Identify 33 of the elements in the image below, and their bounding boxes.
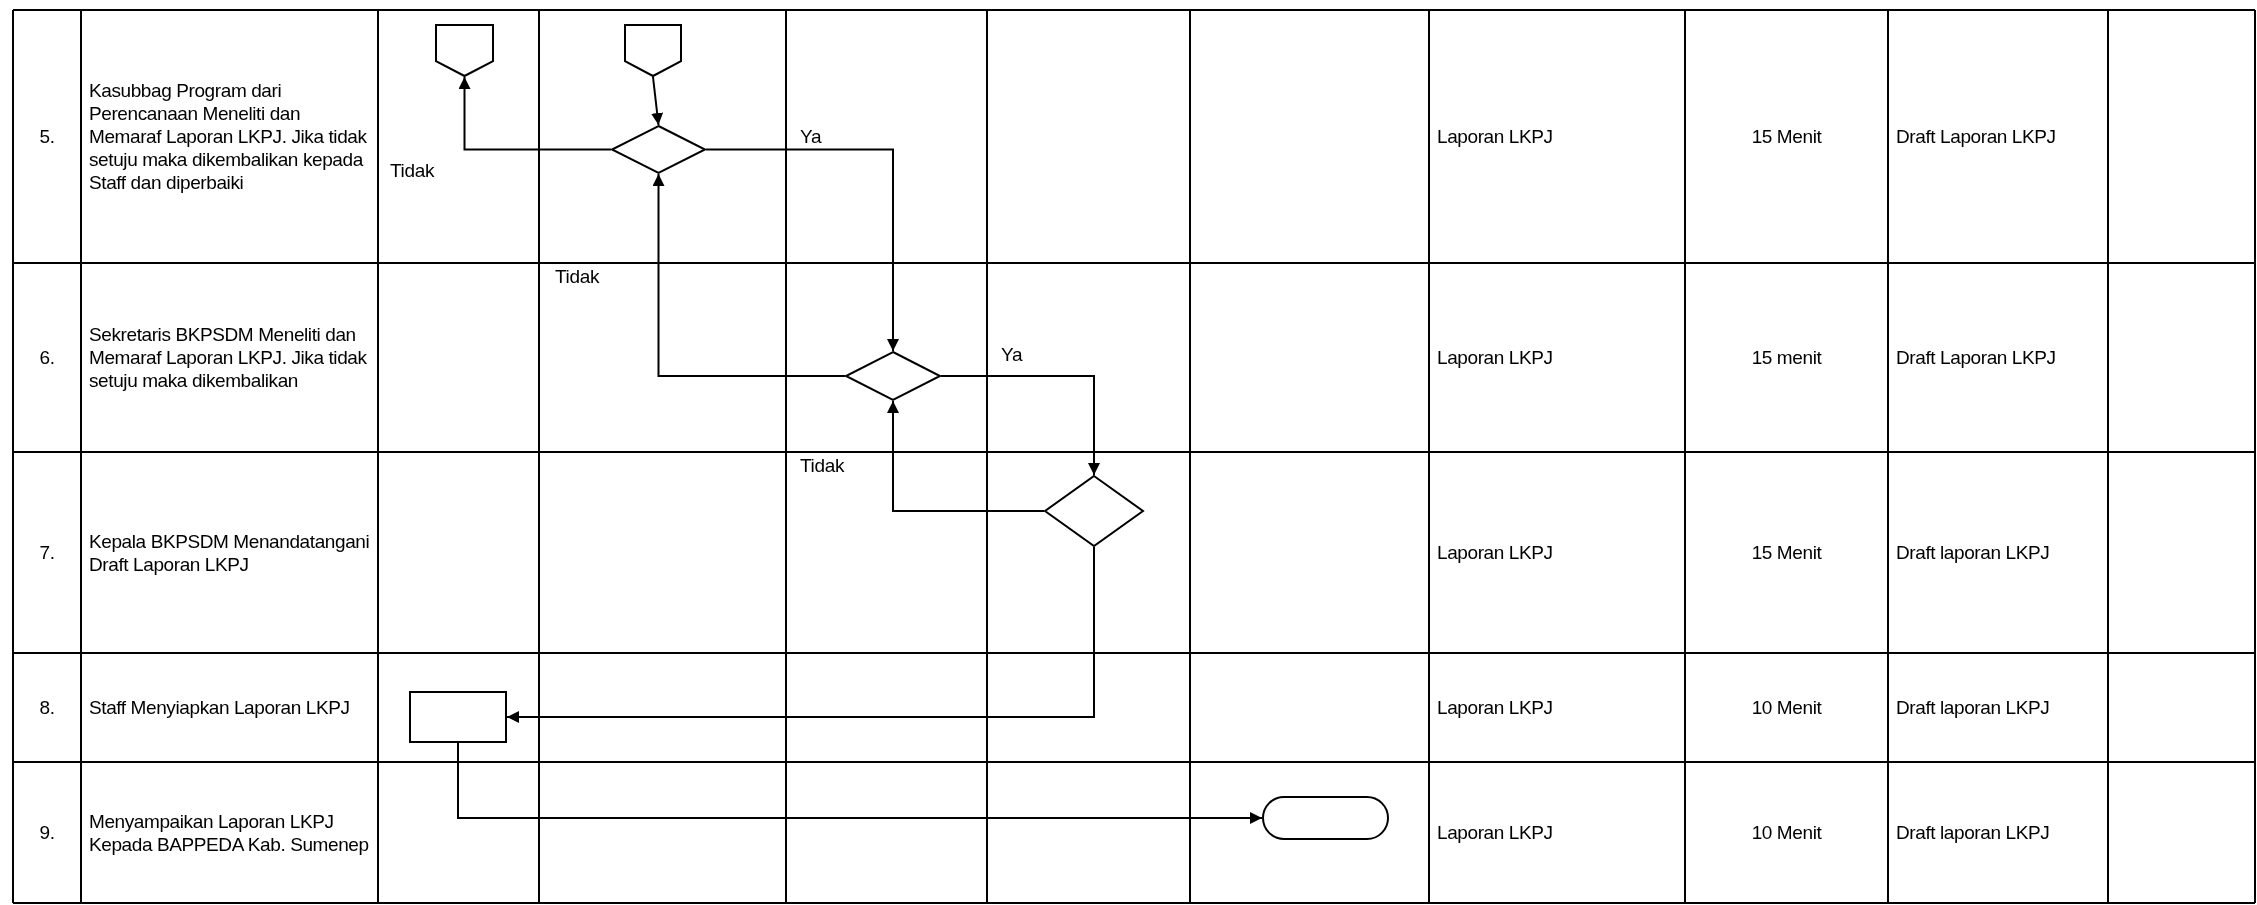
arrow xyxy=(705,148,899,352)
output-text: Draft laporan LKPJ xyxy=(1896,541,2050,564)
arrow xyxy=(506,546,1095,723)
step-description: Sekretaris BKPSDM Meneliti dan Memaraf Laporan LKPJ. Jika tidak setuju maka dikembalikan xyxy=(89,323,368,392)
duration-text: 15 menit xyxy=(1751,346,1822,369)
output-text: Draft Laporan LKPJ xyxy=(1896,125,2056,148)
document-text: Laporan LKPJ xyxy=(1437,541,1553,564)
step-description: Staff Menyiapkan Laporan LKPJ xyxy=(89,696,350,719)
arrow xyxy=(651,76,664,126)
row-number: 5. xyxy=(39,125,55,148)
arrow xyxy=(458,76,612,151)
row-number: 8. xyxy=(39,696,55,719)
duration-text: 15 Menit xyxy=(1751,541,1822,564)
row-number: 9. xyxy=(39,821,55,844)
step-description: Kepala BKPSDM Menandatangani Draft Laporan LKPJ xyxy=(89,529,370,576)
arrow xyxy=(887,400,1045,512)
arrow xyxy=(457,742,1263,824)
document-text: Laporan LKPJ xyxy=(1437,125,1553,148)
output-text: Draft laporan LKPJ xyxy=(1896,821,2050,844)
row-number: 6. xyxy=(39,346,55,369)
row-number: 7. xyxy=(39,541,55,564)
arrow xyxy=(652,173,846,377)
duration-text: 15 Menit xyxy=(1751,125,1822,148)
document-text: Laporan LKPJ xyxy=(1437,821,1553,844)
document-text: Laporan LKPJ xyxy=(1437,346,1553,369)
arrow xyxy=(940,375,1100,476)
document-text: Laporan LKPJ xyxy=(1437,696,1553,719)
output-text: Draft laporan LKPJ xyxy=(1896,696,2050,719)
duration-text: 10 Menit xyxy=(1751,696,1822,719)
step-description: Menyampaikan Laporan LKPJ Kepada BAPPEDA Kab. Sumenep xyxy=(89,809,370,856)
step-description: Kasubbag Program dari Perencanaan Meneliti dan Memaraf Laporan LKPJ. Jika tidak setuju maka dikembalikan kepada Staff dan diperbaiki xyxy=(89,79,368,194)
duration-text: 10 Menit xyxy=(1751,821,1822,844)
output-text: Draft Laporan LKPJ xyxy=(1896,346,2056,369)
